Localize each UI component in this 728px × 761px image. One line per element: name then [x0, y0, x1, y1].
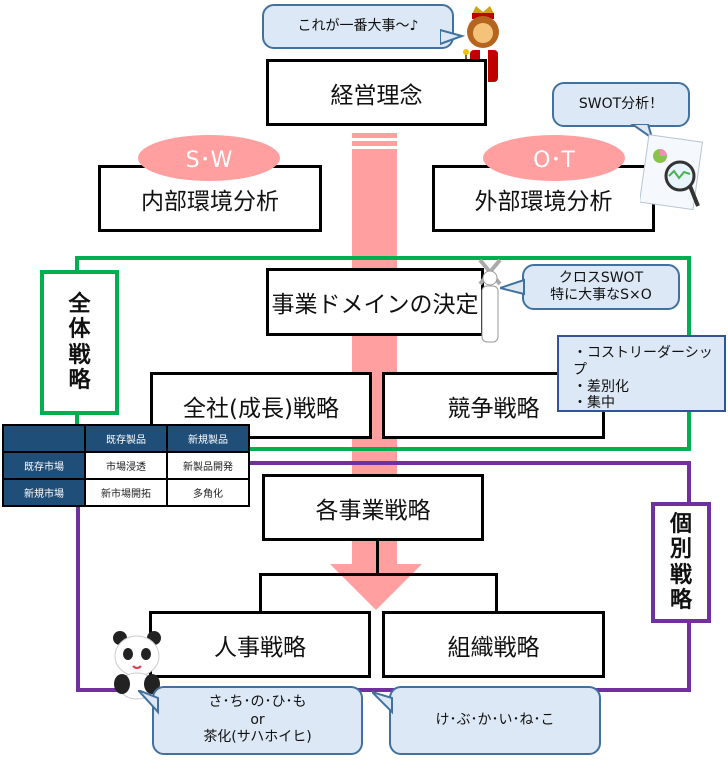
panda-icon: [113, 631, 161, 700]
matrix-header-row: 既存製品 新規製品: [2, 424, 250, 453]
hr-bubble-line: さ･ち･の･ひ･も: [208, 694, 307, 711]
philosophy-box: 経営理念: [266, 59, 487, 126]
hr-strategy-label: 人事戦略: [214, 634, 306, 661]
individual-strategy-label: 個 別 戦 略: [651, 502, 711, 623]
org-bubble-text: け･ぶ･か･い･ね･こ: [435, 711, 555, 728]
matrix-row-header: 既存市場: [2, 451, 86, 480]
swot-speech-bubble: SWOT分析！: [552, 82, 690, 127]
list-item: ・差別化: [573, 378, 629, 395]
matrix-cell: 新市場開拓: [84, 478, 168, 507]
bubble-tail: [372, 691, 393, 715]
list-item: ・集中: [573, 395, 615, 412]
business-domain-box: 事業ドメイン​の決定: [266, 268, 484, 336]
hr-strategy-box: 人事戦略: [149, 611, 371, 678]
bubble-tail: [138, 690, 159, 715]
label-char: 全: [68, 291, 91, 317]
sw-label: S･W: [185, 148, 233, 173]
hr-bubble-line: 茶化(サハホイヒ): [203, 729, 312, 746]
ot-label: O･T: [533, 148, 575, 173]
matrix-cell: 市場浸透: [84, 451, 168, 480]
corporate-strategy-label: 全社(成長)戦略: [183, 395, 339, 422]
org-speech-bubble: け･ぶ･か･い･ね･こ: [389, 686, 601, 755]
bubble-tail: [630, 124, 654, 140]
label-char: 略: [669, 587, 692, 613]
org-strategy-box: 組織戦略: [382, 611, 605, 678]
matrix-col-header: 新規製品: [166, 424, 250, 453]
sw-ellipse: S･W: [138, 135, 280, 181]
top-bubble-text: これが一番大事～♪: [297, 17, 419, 34]
report-magnifier-icon: [640, 134, 704, 211]
matrix-row: 新規市場 新市場開拓 多角化: [2, 478, 250, 507]
label-char: 戦: [669, 562, 692, 588]
swot-bubble-text: SWOT分析！: [578, 95, 664, 112]
external-analysis-label: 外部環境分析: [474, 188, 613, 215]
connector-line: [495, 573, 498, 613]
matrix-row: 既存市場 市場浸透 新製品開発: [2, 451, 250, 480]
philosophy-label: 経営理念: [330, 82, 423, 109]
matrix-col-header: 既存製品: [84, 424, 168, 453]
hr-bubble-line: or: [250, 711, 265, 728]
label-char: 略: [68, 367, 91, 393]
label-char: 体: [68, 317, 91, 343]
org-strategy-label: 組織戦略: [447, 634, 540, 661]
bubble-tail: [500, 278, 525, 296]
overall-strategy-label: 全 体 戦 略: [40, 270, 119, 415]
label-char: 戦: [68, 342, 91, 368]
ansoff-matrix: 既存製品 新規製品 既存市場 市場浸透 新製品開発 新規市場 新市場開拓 多角化: [2, 424, 250, 507]
internal-analysis-box: 内部環境分析: [98, 165, 322, 232]
list-item: ・コストリーダーシップ: [573, 345, 713, 378]
person-cross-arms-icon: [478, 258, 502, 343]
connector-line: [259, 573, 262, 613]
internal-analysis-label: 内部環境分析: [141, 188, 279, 215]
connector-line: [259, 573, 498, 576]
cross-bubble-line: クロスSWOT: [558, 269, 644, 286]
arrow-stripe: [352, 141, 397, 146]
arrow-stripe: [352, 133, 397, 138]
label-char: 個: [669, 511, 692, 537]
matrix-cell: 新製品開発: [166, 451, 250, 480]
competitive-strategy-list: ・コストリーダーシップ ・差別化 ・集中: [557, 335, 726, 412]
matrix-corner: [2, 424, 86, 453]
business-domain-label: 事業ドメイン​の決定: [271, 292, 479, 318]
ot-ellipse: O･T: [483, 135, 625, 181]
label-char: 別: [669, 537, 692, 563]
top-speech-bubble: これが一番大事～♪: [262, 4, 454, 49]
connector-line: [376, 540, 379, 576]
competitive-strategy-label: 競争戦略: [447, 395, 540, 422]
cross-bubble-line: 特に大事なS×O: [550, 287, 652, 303]
matrix-row-header: 新規市場: [2, 478, 86, 507]
business-strategy-box: 各事業戦略: [262, 474, 484, 541]
matrix-cell: 多角化: [166, 478, 250, 507]
business-strategy-label: 各事業戦略: [315, 497, 431, 524]
bubble-tail: [440, 28, 466, 46]
